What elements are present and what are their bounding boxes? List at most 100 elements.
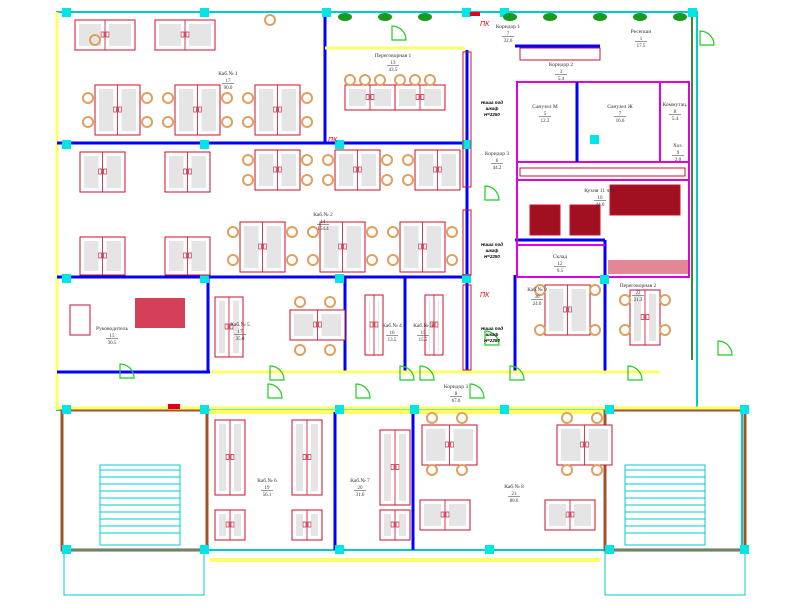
- room-number: 7: [507, 32, 510, 37]
- room-area: 16.6: [616, 119, 625, 124]
- room-name: Каб.№ 4: [382, 322, 402, 329]
- room-name: Хоз.: [673, 143, 684, 149]
- room-name: Каб.№ 7: [350, 477, 370, 484]
- room-area: 154.4: [317, 227, 329, 232]
- column: [322, 8, 331, 17]
- room-area: 17.5: [637, 44, 646, 49]
- room-label: Коридор 3 6 44.2: [485, 151, 510, 171]
- chair: [446, 254, 458, 266]
- chair: [294, 296, 306, 308]
- column: [740, 545, 749, 554]
- svg-text:Н=2250: Н=2250: [484, 112, 500, 117]
- room-number: 8: [455, 392, 458, 397]
- column: [410, 405, 419, 414]
- chair: [141, 92, 153, 104]
- door: [484, 330, 500, 346]
- pk-labels: ПК ПК ПК ПК: [168, 12, 490, 411]
- chair: [227, 254, 239, 266]
- room-number: 14: [321, 220, 327, 225]
- column: [62, 405, 71, 414]
- column: [62, 140, 71, 149]
- room-number: 16: [390, 331, 396, 336]
- workstation: [214, 296, 244, 358]
- column: [200, 140, 209, 149]
- door: [355, 383, 371, 399]
- chair: [141, 116, 153, 128]
- column: [200, 405, 209, 414]
- column: [462, 8, 471, 17]
- chair: [221, 116, 233, 128]
- furniture: [69, 13, 688, 541]
- chair: [307, 254, 319, 266]
- workstation: [629, 289, 661, 346]
- chair: [387, 226, 399, 238]
- door: [419, 365, 435, 381]
- workstation: [556, 424, 613, 466]
- room-name: Склад: [553, 254, 568, 260]
- niche-label-2: Ниша под шкаф Н=2250: [481, 242, 503, 259]
- chair: [402, 174, 414, 186]
- svg-text:шкаф: шкаф: [486, 247, 499, 253]
- room-name: Санузел М: [532, 104, 558, 110]
- columns: [62, 8, 749, 554]
- room-name: Каб.№ 6: [257, 477, 277, 484]
- door: [509, 365, 525, 381]
- workstation: [164, 151, 211, 193]
- room-number: 1: [640, 37, 643, 42]
- room-number: 21: [512, 492, 518, 497]
- room-area: 32.6: [504, 39, 513, 44]
- svg-text:ПК: ПК: [480, 292, 490, 299]
- room-area: 80.6: [510, 499, 519, 504]
- door: [267, 383, 283, 399]
- room-name: Переговорная 2: [620, 283, 657, 289]
- workstation: [164, 236, 211, 276]
- room-name: Коридор 1: [496, 24, 521, 30]
- workstation: [154, 19, 216, 51]
- plant: [338, 13, 352, 21]
- workstation: [424, 294, 444, 356]
- room-name: Санузел Ж: [607, 104, 633, 110]
- plant: [503, 13, 517, 21]
- svg-text:ПК: ПК: [170, 404, 180, 411]
- room-name: Коридор 3: [485, 151, 510, 157]
- chair: [264, 14, 276, 26]
- room-area: 5.4: [672, 117, 679, 122]
- workstation: [174, 84, 221, 136]
- chair: [227, 226, 239, 238]
- workstation: [319, 221, 366, 273]
- svg-text:Н=2250: Н=2250: [484, 254, 500, 259]
- column: [62, 8, 71, 17]
- chair: [286, 226, 298, 238]
- room-area: 12.2: [541, 119, 550, 124]
- room-area: 24.6: [533, 302, 542, 307]
- chair: [394, 74, 406, 86]
- chair: [374, 74, 386, 86]
- stairwell-left: [60, 408, 209, 596]
- workstation: [291, 419, 323, 496]
- workstation: [79, 236, 126, 276]
- chair: [589, 324, 601, 336]
- chair: [162, 116, 174, 128]
- workstation: [214, 509, 246, 541]
- wardrobe-niches: [462, 51, 472, 371]
- column: [740, 405, 749, 414]
- plant: [633, 13, 647, 21]
- chair: [659, 324, 671, 336]
- room-number: 15: [421, 331, 427, 336]
- chair: [591, 412, 603, 424]
- workstation: [94, 84, 141, 136]
- room-area: 44.2: [493, 166, 502, 171]
- room-number: 6: [496, 159, 499, 164]
- column: [462, 274, 471, 283]
- chair: [424, 74, 436, 86]
